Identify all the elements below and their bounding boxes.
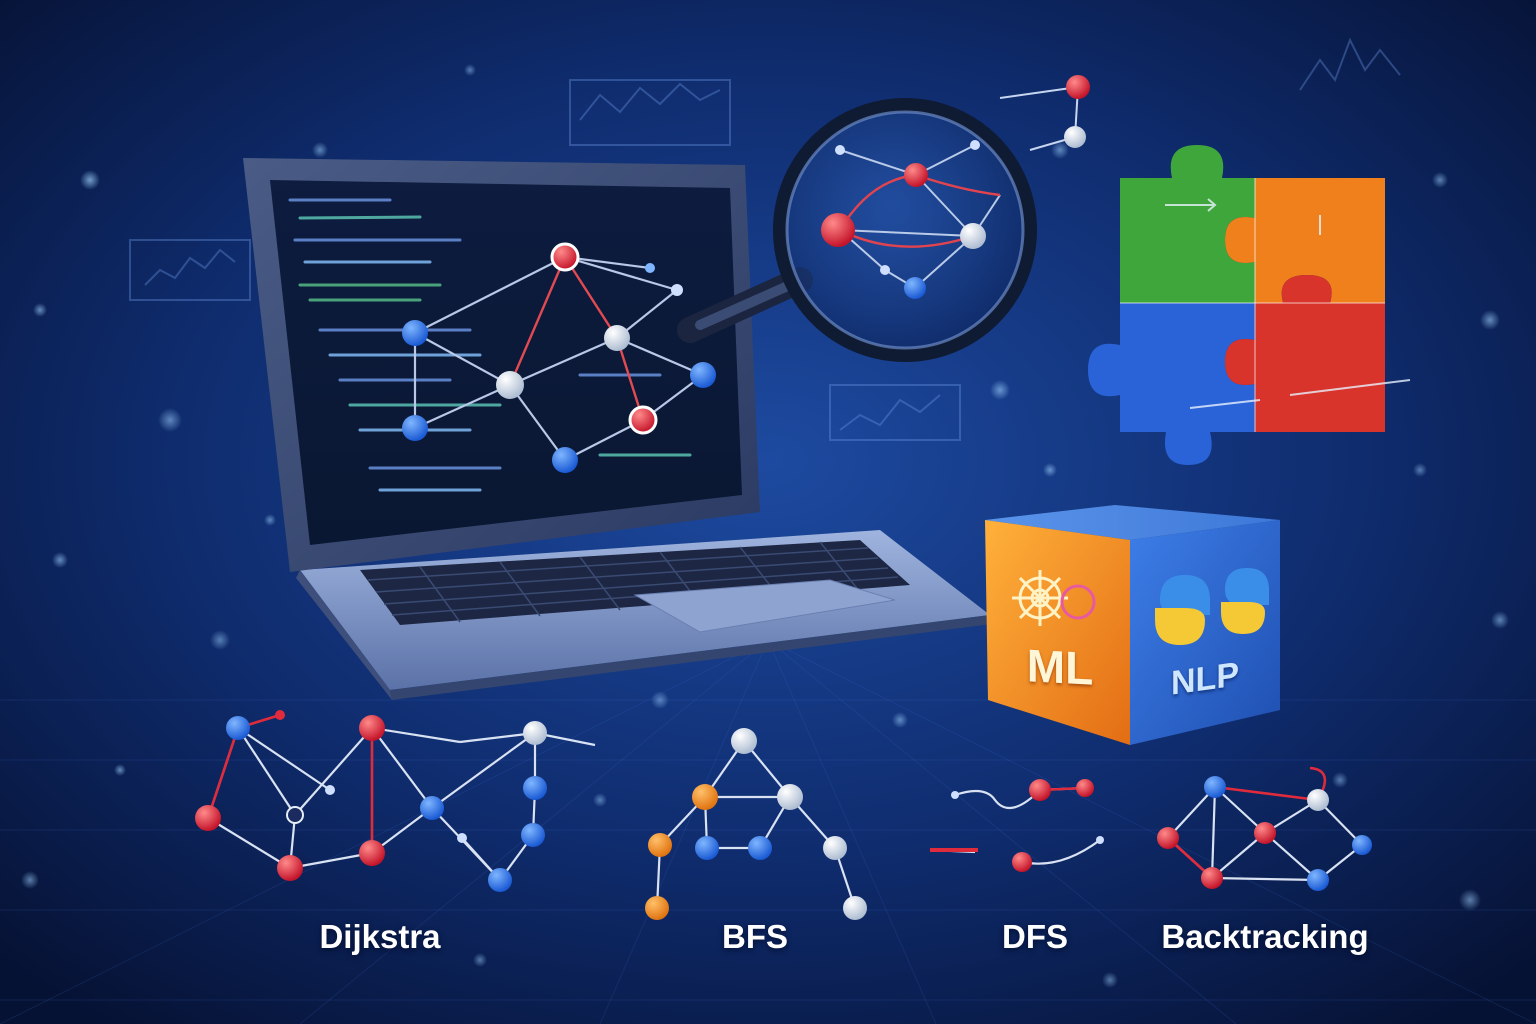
gear-icon [1012,570,1096,626]
label-backtracking: Backtracking [1161,918,1369,955]
cube-ml-label: ML [1026,639,1094,695]
background-chart-glyphs [129,37,1401,441]
bfs-tree-network-icon [645,728,867,920]
python-logo-icon [1155,568,1269,645]
floor-grid [0,639,1536,1024]
laptop-icon [243,158,992,700]
ml-nlp-cube [985,505,1280,745]
label-dfs: DFS [1002,918,1068,955]
dijkstra-graph-network-icon [195,710,596,892]
screen-graph-network-icon [402,242,716,473]
dfs-path-network-icon [929,779,1104,872]
backtracking-graph-network-icon [1157,766,1372,891]
label-dijkstra: Dijkstra [319,918,441,955]
magnifying-glass-icon [677,75,1090,362]
puzzle-icon [1088,145,1411,465]
label-bfs: BFS [722,918,788,955]
code-lines [288,198,692,492]
